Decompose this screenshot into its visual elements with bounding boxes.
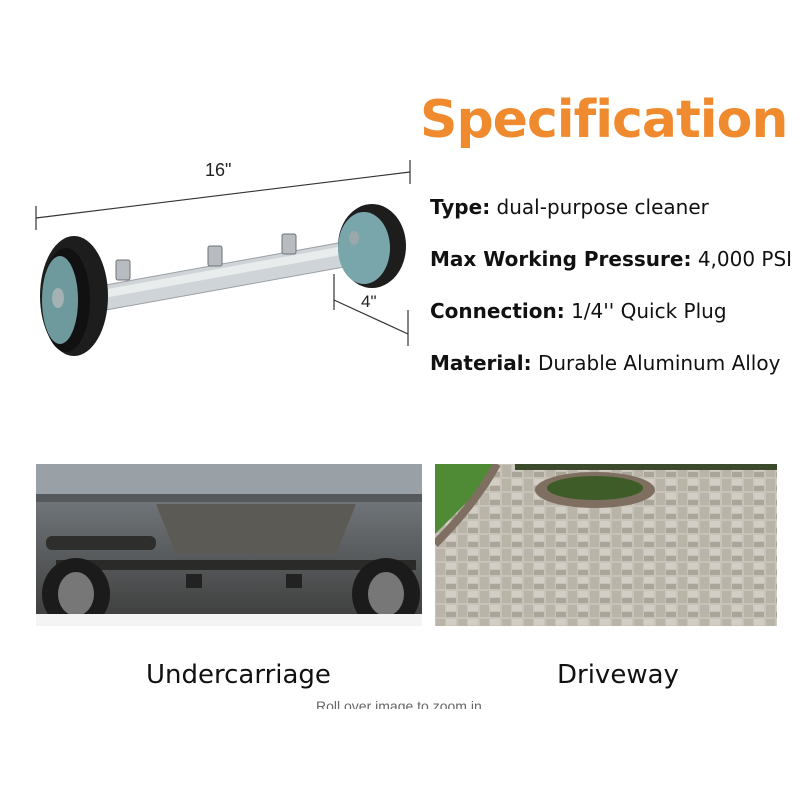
spec-row-pressure: Max Working Pressure: 4,000 PSI <box>430 244 800 296</box>
spec-row-type: Type: dual-purpose cleaner <box>430 192 800 244</box>
spec-value: 4,000 PSI <box>697 247 793 271</box>
undercarriage-caption: Undercarriage <box>146 660 331 690</box>
right-wheel <box>338 204 406 288</box>
zoom-hint: Roll over image to zoom in <box>316 698 482 709</box>
wheel-size-label: 4" <box>361 292 377 311</box>
spec-label: Connection: <box>430 299 565 323</box>
spec-title: Specification <box>420 90 788 150</box>
spec-row-material: Material: Durable Aluminum Alloy <box>430 348 800 400</box>
spec-list: Type: dual-purpose cleaner Max Working P… <box>430 192 800 400</box>
driveway-caption: Driveway <box>557 660 679 690</box>
driveway-photo <box>435 464 777 626</box>
wheel-dimension-line <box>333 274 409 346</box>
left-wheel <box>40 236 108 356</box>
aluminum-tube <box>99 237 373 311</box>
spec-row-connection: Connection: 1/4'' Quick Plug <box>430 296 800 348</box>
length-dimension-line <box>35 160 411 230</box>
spec-value: 1/4'' Quick Plug <box>571 299 727 323</box>
spec-value: dual-purpose cleaner <box>496 195 709 219</box>
undercarriage-photo <box>36 464 422 626</box>
spec-label: Material: <box>430 351 532 375</box>
spec-label: Type: <box>430 195 491 219</box>
length-label: 16" <box>205 160 232 180</box>
spec-value: Durable Aluminum Alloy <box>537 351 781 375</box>
spec-label: Max Working Pressure: <box>430 247 692 271</box>
product-illustration <box>35 160 411 356</box>
